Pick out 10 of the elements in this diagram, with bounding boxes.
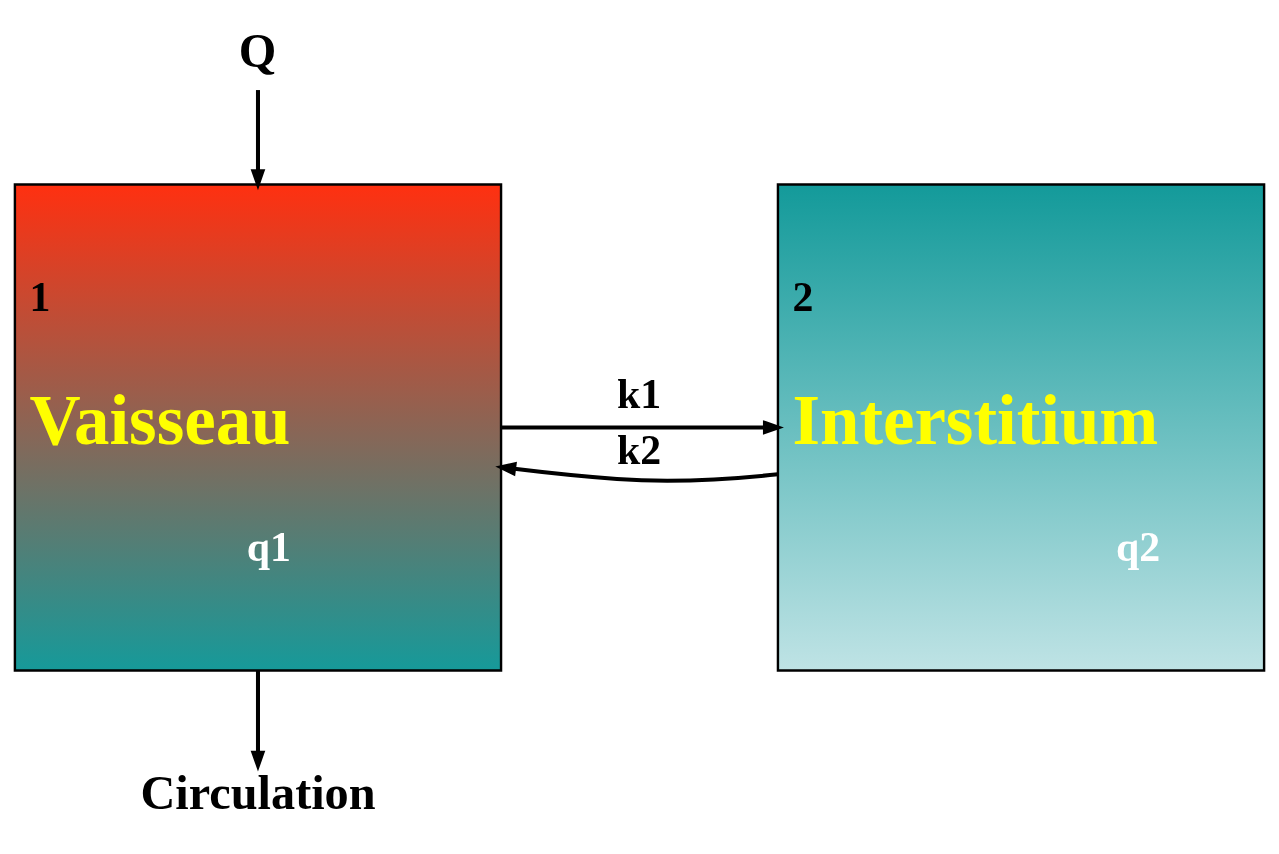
- node-box: 2 Interstitium q2: [776, 182, 1266, 672]
- edge-label: k1: [616, 370, 662, 417]
- arrow: [250, 89, 266, 190]
- edge-label: k2: [616, 426, 662, 473]
- arrow: [501, 419, 784, 435]
- node-box: 1 Vaisseau q1: [13, 182, 503, 672]
- arrow: [495, 461, 779, 483]
- node-text: Q: [238, 23, 277, 77]
- node-text: Circulation: [140, 765, 376, 819]
- arrow: [250, 670, 266, 772]
